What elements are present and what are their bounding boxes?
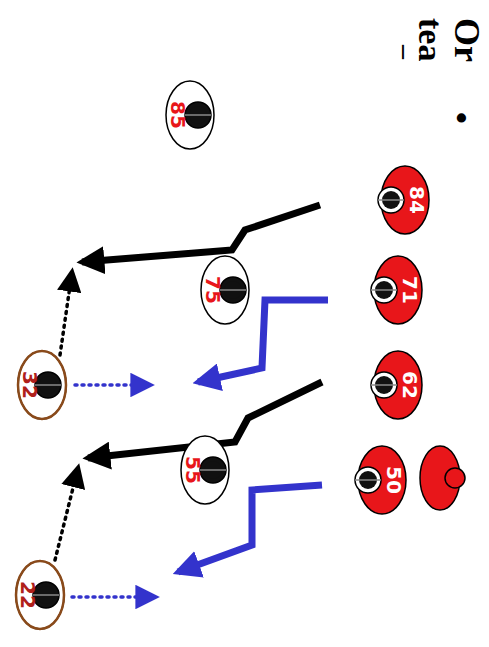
player-figure: [4, 347, 80, 423]
dotted-route: [75, 383, 150, 387]
block-route: [82, 205, 320, 262]
player-figure: [167, 432, 243, 508]
defensive-player: 50: [344, 442, 420, 518]
dotted-route: [72, 595, 155, 599]
offensive-player: 32: [4, 347, 80, 423]
jersey-number: 55: [183, 456, 203, 484]
extra-player: [420, 446, 465, 510]
jersey-number: 32: [20, 371, 40, 399]
slide-text: Or: [449, 18, 485, 62]
player-figure: [152, 77, 228, 153]
player-figure: [2, 557, 78, 633]
defensive-player: 62: [360, 347, 436, 423]
jersey-number: 50: [384, 466, 404, 494]
defensive-player: 84: [367, 162, 443, 238]
player-figure: [344, 442, 420, 518]
jersey-number: 22: [18, 581, 38, 609]
player-figure: [187, 252, 263, 328]
dotted-route: [60, 272, 72, 355]
player-figure: [360, 347, 436, 423]
jersey-number: 62: [400, 371, 420, 399]
defensive-player: 71: [360, 252, 436, 328]
player-figure: [360, 252, 436, 328]
jersey-number: 71: [400, 276, 420, 304]
slide-text: •: [444, 112, 478, 124]
offensive-player: 85: [152, 77, 228, 153]
player-figure: [367, 162, 443, 238]
jersey-number: 84: [407, 186, 427, 214]
offensive-player: 22: [2, 557, 78, 633]
dotted-route: [55, 468, 78, 560]
slide-text: –: [392, 45, 420, 59]
offensive-player: 55: [167, 432, 243, 508]
offensive-player: 75: [187, 252, 263, 328]
jersey-number: 85: [168, 101, 188, 129]
jersey-number: 75: [203, 276, 223, 304]
